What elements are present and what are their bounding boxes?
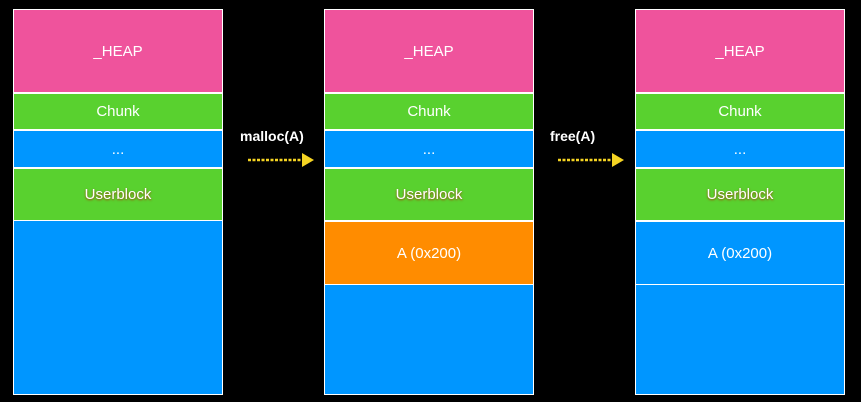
heap-column-after-free: _HEAP Chunk ... Userblock A (0x200) — [635, 9, 845, 395]
ellipsis-block: ... — [13, 130, 223, 168]
allocated-block-label: A (0x200) — [396, 244, 462, 262]
heap-header-label: _HEAP — [404, 42, 454, 60]
heap-header-block: _HEAP — [635, 9, 845, 93]
ellipsis-block: ... — [324, 130, 534, 168]
chunk-block: Chunk — [635, 93, 845, 130]
heap-column-after-malloc: _HEAP Chunk ... Userblock A (0x200) — [324, 9, 534, 395]
userblock-label: Userblock — [706, 186, 774, 203]
right-arrow-icon — [248, 153, 314, 167]
userblock-label: Userblock — [84, 186, 152, 203]
right-arrow-icon — [558, 153, 624, 167]
chunk-label: Chunk — [407, 103, 451, 120]
chunk-block: Chunk — [324, 93, 534, 130]
ellipsis-block: ... — [635, 130, 845, 168]
userblock-block: Userblock — [635, 168, 845, 221]
allocated-block-a: A (0x200) — [324, 221, 534, 285]
ellipsis-label: ... — [111, 140, 125, 158]
userblock-label: Userblock — [395, 186, 463, 203]
heap-header-label: _HEAP — [93, 42, 143, 60]
freed-block-label: A (0x200) — [707, 244, 773, 262]
free-arrow-label: free(A) — [550, 128, 596, 144]
chunk-block: Chunk — [13, 93, 223, 130]
freed-block-a: A (0x200) — [635, 221, 845, 285]
heap-header-block: _HEAP — [13, 9, 223, 93]
ellipsis-label: ... — [422, 140, 436, 158]
userblock-block: Userblock — [13, 168, 223, 221]
heap-header-label: _HEAP — [715, 42, 765, 60]
chunk-label: Chunk — [718, 103, 762, 120]
malloc-arrow-label: malloc(A) — [240, 128, 304, 144]
heap-column-initial: _HEAP Chunk ... Userblock — [13, 9, 223, 395]
userblock-block: Userblock — [324, 168, 534, 221]
heap-header-block: _HEAP — [324, 9, 534, 93]
chunk-label: Chunk — [96, 103, 140, 120]
free-arrow: free(A) — [550, 128, 630, 178]
malloc-arrow: malloc(A) — [240, 128, 320, 178]
ellipsis-label: ... — [733, 140, 747, 158]
